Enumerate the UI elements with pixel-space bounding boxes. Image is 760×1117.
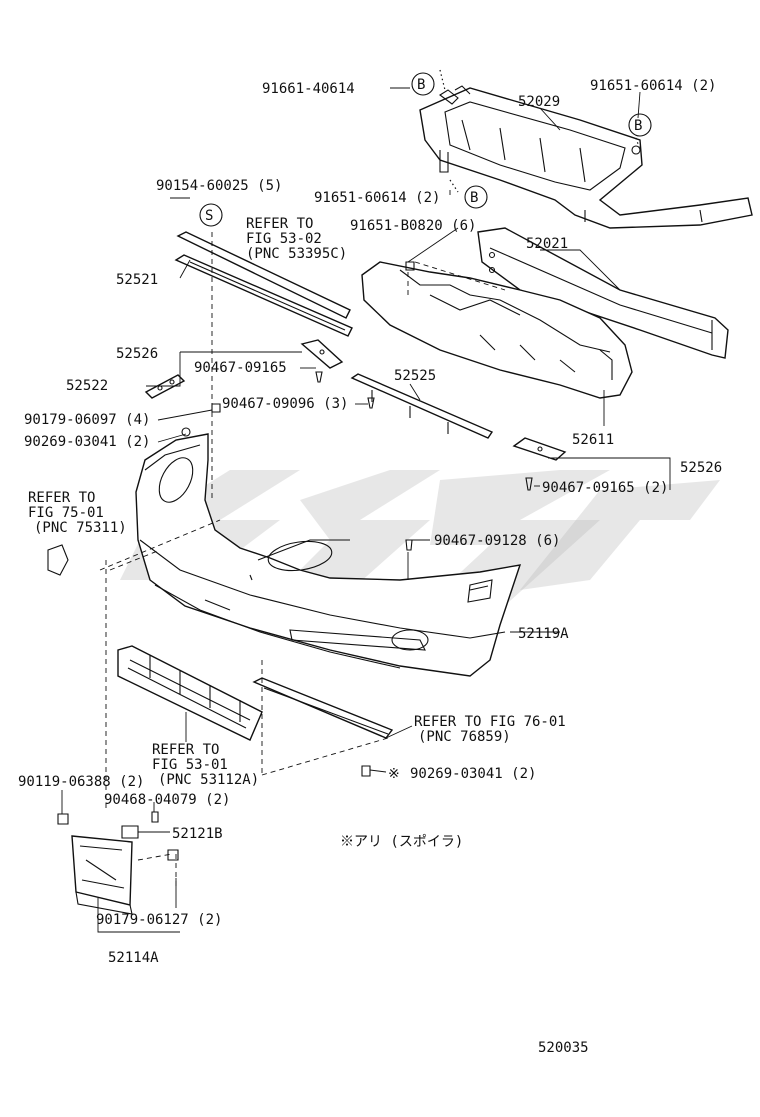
ref-75-01-line2: FIG 75-01 bbox=[28, 505, 104, 521]
label-90269-03041-left: 90269-03041 (2) bbox=[24, 434, 150, 450]
spoiler bbox=[252, 677, 394, 739]
callout-b-1: B bbox=[417, 77, 425, 93]
label-90119-06388: 90119-06388 (2) bbox=[18, 774, 144, 790]
upper-retainer-52521 bbox=[174, 231, 353, 337]
guide-lines bbox=[99, 69, 641, 890]
label-90467-09165-right: 90467-09165 (2) bbox=[542, 480, 668, 496]
label-90467-09096: 90467-09096 (3) bbox=[222, 396, 348, 412]
label-90467-09165-left: 90467-09165 bbox=[194, 360, 287, 376]
label-52521: 52521 bbox=[116, 272, 158, 288]
callout-b-2: B bbox=[634, 118, 642, 134]
bracket-52526-left bbox=[300, 339, 344, 369]
lower-grille bbox=[117, 645, 263, 741]
label-90179-06127: 90179-06127 (2) bbox=[96, 912, 222, 928]
bracket-52526-right bbox=[512, 437, 567, 461]
label-91651-60614-top: 91651-60614 (2) bbox=[590, 78, 716, 94]
label-52525: 52525 bbox=[394, 368, 436, 384]
label-90269-03041-bottom: 90269-03041 (2) bbox=[410, 766, 536, 782]
label-52121b: 52121B bbox=[172, 826, 223, 842]
bumper-reinforcement-52021 bbox=[477, 227, 729, 359]
diagram-number: 520035 bbox=[538, 1040, 589, 1056]
label-90467-09128: 90467-09128 (6) bbox=[434, 533, 560, 549]
fastener-glyphs bbox=[47, 261, 533, 861]
label-52021: 52021 bbox=[526, 236, 568, 252]
radiator-support-52029 bbox=[419, 85, 753, 229]
label-52029: 52029 bbox=[518, 94, 560, 110]
bracket-52525 bbox=[350, 373, 494, 439]
label-52526-right: 52526 bbox=[680, 460, 722, 476]
callout-circles bbox=[199, 72, 652, 227]
label-90154-60025: 90154-60025 (5) bbox=[156, 178, 282, 194]
energy-absorber-52611 bbox=[361, 261, 633, 399]
label-91661-40614: 91661-40614 bbox=[262, 81, 355, 97]
label-90468-04079: 90468-04079 (2) bbox=[104, 792, 230, 808]
label-91651-60614-mid: 91651-60614 (2) bbox=[314, 190, 440, 206]
label-52611: 52611 bbox=[572, 432, 614, 448]
ref-53-01-line1: REFER TO bbox=[152, 742, 219, 758]
ref-75-01-line1: REFER TO bbox=[28, 490, 95, 506]
label-91651-b0820: 91651-B0820 (6) bbox=[350, 218, 476, 234]
ref-53-02-line1: REFER TO bbox=[246, 216, 313, 232]
note-spoiler: ※アリ (スポイラ) bbox=[340, 834, 463, 850]
leader-lines bbox=[61, 87, 671, 933]
mark-bottom: ※ bbox=[388, 766, 400, 782]
ref-53-02-line3: (PNC 53395C) bbox=[246, 246, 347, 262]
ref-76-01-line1: REFER TO FIG 76-01 bbox=[414, 714, 566, 730]
label-52119a: 52119A bbox=[518, 626, 569, 642]
label-52526-left: 52526 bbox=[116, 346, 158, 362]
label-52522: 52522 bbox=[66, 378, 108, 394]
ref-53-01-line2: FIG 53-01 bbox=[152, 757, 228, 773]
label-90179-06097: 90179-06097 (4) bbox=[24, 412, 150, 428]
callout-b-3: B bbox=[470, 190, 478, 206]
callout-s: S bbox=[205, 208, 213, 224]
ref-76-01-line2: (PNC 76859) bbox=[418, 729, 511, 745]
license-bracket-52114A bbox=[71, 835, 133, 915]
bumper-cover-52119A bbox=[135, 433, 522, 677]
bracket-52522 bbox=[144, 374, 186, 399]
ref-53-02-line2: FIG 53-02 bbox=[246, 231, 322, 247]
label-52114a: 52114A bbox=[108, 950, 159, 966]
ref-75-01-line3: (PNC 75311) bbox=[34, 520, 127, 536]
ref-53-01-line3: (PNC 53112A) bbox=[158, 772, 259, 788]
